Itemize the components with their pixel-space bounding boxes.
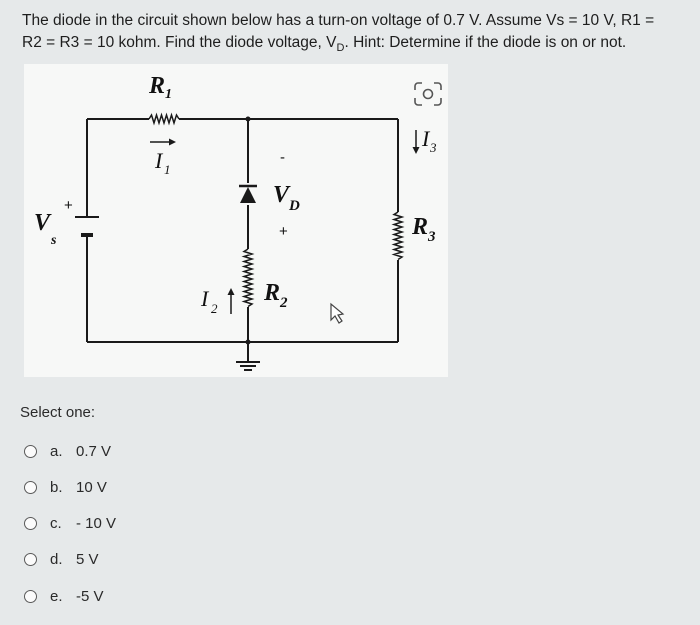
cursor-icon [330,302,345,324]
option-a-text: 0.7 V [76,442,112,460]
r1-subscript: 1 [165,87,172,102]
r3-subscript: 3 [427,229,436,245]
junction-top [245,116,251,122]
capture-icon[interactable] [414,82,442,106]
resistor-r2 [241,248,255,308]
vs-plus-sign: + [64,197,73,214]
i3-label: I [421,126,431,151]
option-d-letter: d. [50,550,63,568]
option-b-text: 10 V [76,478,107,496]
vd-plus-sign: + [279,223,288,240]
option-a[interactable]: a. 0.7 V [24,439,111,463]
option-c-text: - 10 V [76,514,117,532]
option-b-letter: b. [50,478,63,496]
ground-symbol [236,361,260,371]
i1-label: I [154,148,164,173]
question-line-1: The diode in the circuit shown below has… [22,12,655,29]
option-c-letter: c. [50,514,62,532]
option-e-letter: e. [50,587,63,605]
r1-label: R [148,73,165,99]
vd-minus-sign: - [280,149,285,166]
r3-label: R [411,214,428,240]
circuit-svg: R 1 I 1 V s + - V D + R 2 I 2 R 3 I 3 [34,73,442,371]
battery-vs [75,216,99,237]
option-e-text: -5 V [76,587,104,605]
option-b[interactable]: b. 10 V [24,475,107,499]
vd-subscript: D [288,198,300,214]
resistor-r3 [391,211,405,261]
i3-subscript: 3 [429,140,437,155]
question-line-2-start: R2 = R3 = 10 kohm. Find the diode voltag… [22,34,337,51]
i1-subscript: 1 [164,162,171,177]
i2-subscript: 2 [211,301,218,316]
current-i1-arrow [150,138,176,146]
question-line-2-end: . Hint: Determine if the diode is on or … [344,34,627,51]
option-e-radio[interactable] [24,589,37,603]
current-i2-arrow [227,288,235,314]
option-e[interactable]: e. -5 V [24,584,104,608]
diode-symbol [239,184,257,203]
question-vd-subscript: D [336,42,345,55]
option-a-radio[interactable] [24,444,37,458]
i2-label: I [200,286,210,311]
current-i3-arrow [412,130,420,154]
resistor-r1 [148,112,180,126]
vd-label: V [273,182,291,208]
question-text: The diode in the circuit shown below has… [22,10,687,59]
circuit-diagram: R 1 I 1 V s + - V D + R 2 I 2 R 3 I 3 [24,64,448,377]
question-line-2: R2 = R3 = 10 kohm. Find the diode voltag… [22,32,687,59]
option-c[interactable]: c. - 10 V [24,511,116,535]
option-c-radio[interactable] [24,516,37,530]
vs-subscript: s [50,233,57,248]
option-b-radio[interactable] [24,480,37,494]
option-d-text: 5 V [76,550,99,568]
vs-label: V [34,210,52,236]
option-a-letter: a. [50,442,63,460]
junction-bottom [245,339,251,345]
option-d-radio[interactable] [24,552,37,566]
select-one-label: Select one: [20,404,96,421]
option-d[interactable]: d. 5 V [24,547,99,571]
r2-subscript: 2 [279,295,288,311]
r2-label: R [263,280,280,306]
